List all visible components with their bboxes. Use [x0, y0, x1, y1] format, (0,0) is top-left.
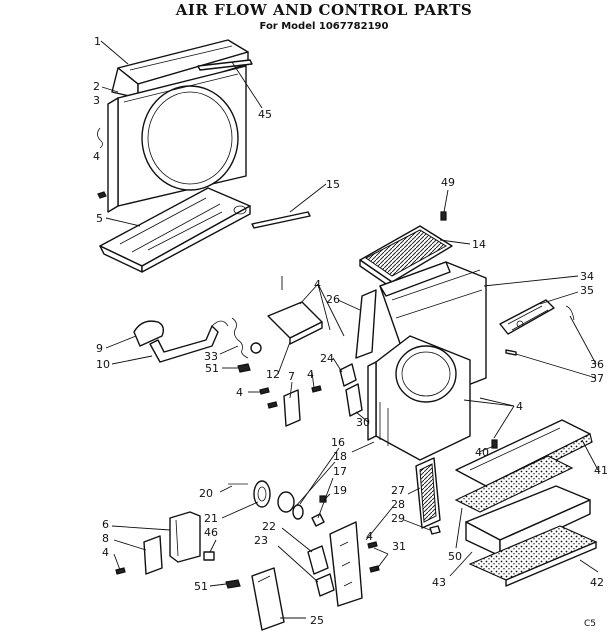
- callout-12: 12: [266, 368, 280, 381]
- callout-9: 9: [96, 342, 103, 355]
- callout-18: 18: [333, 450, 347, 463]
- part-pin-36: [565, 305, 575, 321]
- part-rod-45: [197, 59, 253, 71]
- part-knob-21: [253, 480, 271, 508]
- part-damper-35: [499, 299, 555, 335]
- callout-14: 14: [472, 238, 486, 251]
- part-bolt-51-upper: [237, 363, 251, 373]
- callout-25: 25: [310, 614, 324, 627]
- callout-30: 30: [356, 416, 370, 429]
- part-panel-25: [251, 567, 285, 631]
- part-duct-26: [355, 289, 377, 359]
- callout-51-upper: 51: [205, 362, 219, 375]
- callout-6: 6: [102, 518, 109, 531]
- callout-26: 26: [326, 293, 340, 306]
- part-relay-23: [315, 573, 335, 597]
- callout-4-lower: 4: [102, 546, 109, 559]
- part-filter-42-edge: [505, 541, 597, 587]
- callout-46: 46: [204, 526, 218, 539]
- part-motor-assembly: [133, 320, 229, 363]
- part-screws-4-center: [259, 385, 322, 409]
- part-filter-50: [454, 455, 574, 513]
- callout-4: 4: [93, 150, 100, 163]
- part-control-bracket: [329, 521, 363, 607]
- callout-17: 17: [333, 465, 347, 478]
- callout-labels: 1 2 3 4 5 45 15 49 14 34 35 26 9 33 12 7…: [93, 35, 608, 629]
- callout-7: 7: [288, 370, 295, 383]
- callout-21: 21: [204, 512, 218, 525]
- callout-42: 42: [590, 576, 604, 589]
- part-rod-15: [251, 211, 311, 229]
- callout-4-center: 4: [307, 368, 314, 381]
- part-screws-31: [367, 541, 380, 573]
- callout-22: 22: [262, 520, 276, 533]
- diagram-title: AIR FLOW AND CONTROL PARTS: [175, 1, 473, 19]
- callout-20: 20: [199, 487, 213, 500]
- callout-31: 31: [392, 540, 406, 553]
- part-spring-33: [231, 317, 249, 359]
- part-screw-4-left: [97, 191, 107, 199]
- callout-27: 27: [391, 484, 405, 497]
- callout-8: 8: [102, 532, 109, 545]
- part-clip-46: [203, 551, 215, 561]
- part-vent-27: [415, 457, 441, 529]
- part-housing-34: [367, 261, 487, 461]
- part-clip-29: [429, 525, 441, 535]
- part-switch-24: [339, 363, 363, 417]
- callout-4-right: 4: [516, 400, 523, 413]
- footer-code: C5: [584, 619, 596, 629]
- part-screw-4-lower: [115, 567, 126, 575]
- part-cover-6: [169, 511, 201, 563]
- part-screw-49: [440, 211, 447, 221]
- callout-50: 50: [448, 550, 462, 563]
- part-cam-17: [311, 513, 325, 527]
- part-clip-3: [97, 127, 103, 149]
- callout-4-left: 4: [236, 386, 243, 399]
- callout-10: 10: [96, 358, 110, 371]
- callout-36: 36: [590, 358, 604, 371]
- part-plate-12: [267, 301, 323, 345]
- diagram-subtitle: For Model 1067782190: [259, 21, 389, 32]
- callout-1: 1: [94, 35, 101, 48]
- callout-23: 23: [254, 534, 268, 547]
- callout-5: 5: [96, 212, 103, 225]
- part-bracket-7: [283, 389, 301, 427]
- callout-19: 19: [333, 484, 347, 497]
- part-shroud: [107, 65, 247, 213]
- callout-45: 45: [258, 108, 272, 121]
- callout-35: 35: [580, 284, 594, 297]
- callout-15: 15: [326, 178, 340, 191]
- part-base-tray: [99, 187, 251, 273]
- part-bushing-18: [277, 491, 304, 520]
- callout-3: 3: [93, 94, 100, 107]
- leader-lines: [100, 40, 599, 619]
- callout-37: 37: [590, 372, 604, 385]
- callout-28: 28: [391, 498, 405, 511]
- callout-49: 49: [441, 176, 455, 189]
- part-clip-37: [505, 349, 517, 356]
- callout-41: 41: [594, 464, 608, 477]
- part-bracket-8: [143, 535, 163, 575]
- callout-51-lower: 51: [194, 580, 208, 593]
- callout-29: 29: [391, 512, 405, 525]
- callout-34: 34: [580, 270, 594, 283]
- callout-24: 24: [320, 352, 334, 365]
- callout-4-top: 4: [314, 278, 321, 291]
- callout-16: 16: [331, 436, 345, 449]
- callout-43: 43: [432, 576, 446, 589]
- part-capacitor-22: [307, 545, 329, 575]
- callout-33: 33: [204, 350, 218, 363]
- part-grommet: [250, 342, 262, 354]
- part-bolt-51-lower: [225, 579, 241, 589]
- callout-40: 40: [475, 446, 489, 459]
- callout-2: 2: [93, 80, 100, 93]
- callout-4-bracket: 4: [366, 530, 373, 543]
